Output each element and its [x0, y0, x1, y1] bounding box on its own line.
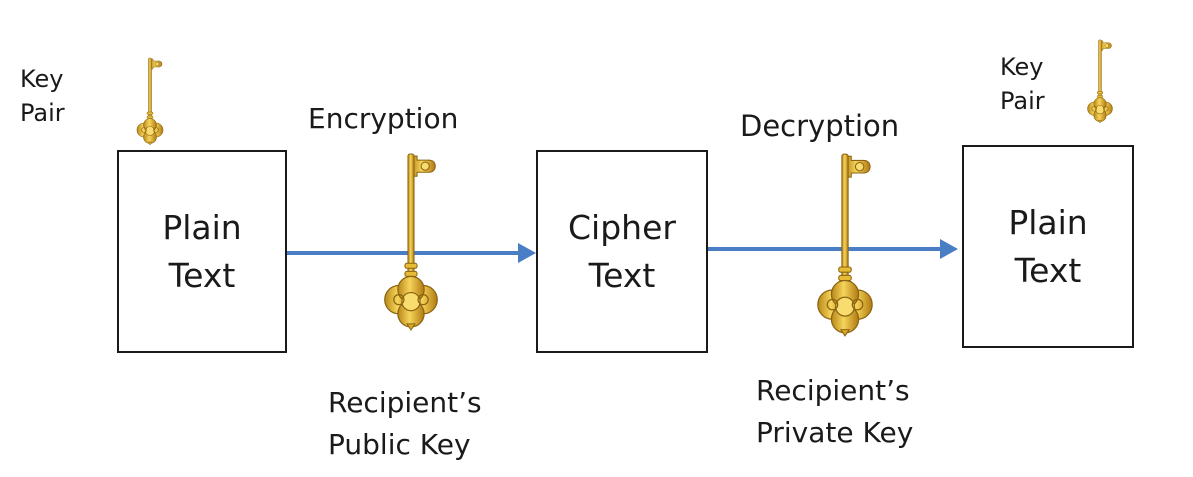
- key-icon: [817, 153, 873, 337]
- encryption-label: Encryption: [308, 102, 459, 135]
- public-key-caption: Recipient’s Public Key: [328, 386, 482, 461]
- cipher-text-box: Cipher Text: [536, 150, 708, 353]
- key-pair-label-left: Key Pair: [20, 65, 65, 127]
- cipher-text-label: Cipher Text: [568, 207, 676, 295]
- plain-text-box-right: Plain Text: [962, 145, 1134, 348]
- key-icon: [1087, 39, 1113, 124]
- key-icon: [383, 153, 439, 331]
- decryption-label: Decryption: [740, 109, 900, 143]
- key-icon: [136, 57, 164, 146]
- plain-text-box-left: Plain Text: [117, 150, 287, 353]
- encryption-arrow: [287, 243, 536, 263]
- key-pair-label-right: Key Pair: [1000, 53, 1045, 115]
- private-key-caption: Recipient’s Private Key: [756, 374, 914, 449]
- plain-text-label-right: Plain Text: [1008, 202, 1088, 290]
- plain-text-label-left: Plain Text: [162, 207, 242, 295]
- decryption-arrow: [708, 239, 958, 259]
